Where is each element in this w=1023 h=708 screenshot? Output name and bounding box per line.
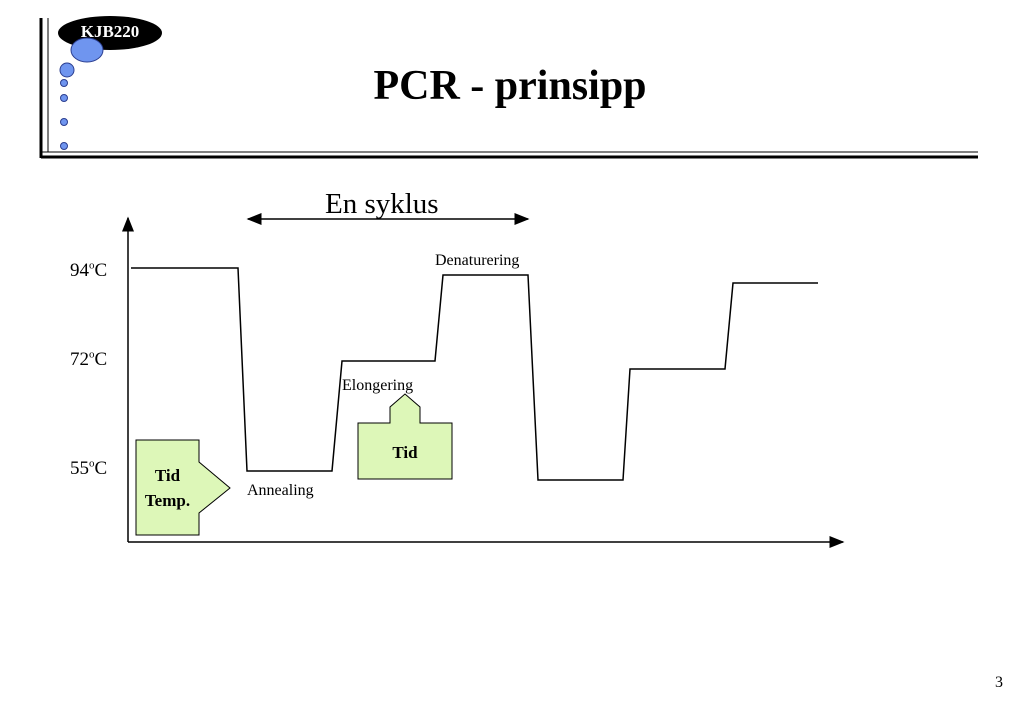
temp-label-94: 94oC [70,259,108,281]
bubble-icon [60,142,68,150]
course-code: KJB220 [80,22,140,41]
temperature-profile-line [131,267,818,481]
time-box [357,393,453,480]
step-label-elongation: Elongering [342,377,414,394]
bubble-icon [60,79,68,87]
page-number: 3 [995,674,1003,691]
time-box-label: Tid [392,443,418,462]
time-temp-box-line1: Tid [154,466,181,485]
step-label-annealing: Annealing [247,482,314,499]
temp-label-72: 72oC [70,348,108,370]
bubble-icon [70,37,104,63]
time-temp-box [135,439,231,536]
bubble-icon [60,94,68,102]
bubble-icon [60,118,68,126]
step-label-denaturation: Denaturering [435,252,520,269]
bubble-icon [59,62,75,78]
time-temp-box-line2: Temp. [144,491,191,510]
time-temp-box-label: Tid Temp. [136,463,199,513]
page-title: PCR - prinsipp [373,63,647,109]
cycle-label: En syklus [325,188,439,220]
temp-label-55: 55oC [70,457,108,479]
